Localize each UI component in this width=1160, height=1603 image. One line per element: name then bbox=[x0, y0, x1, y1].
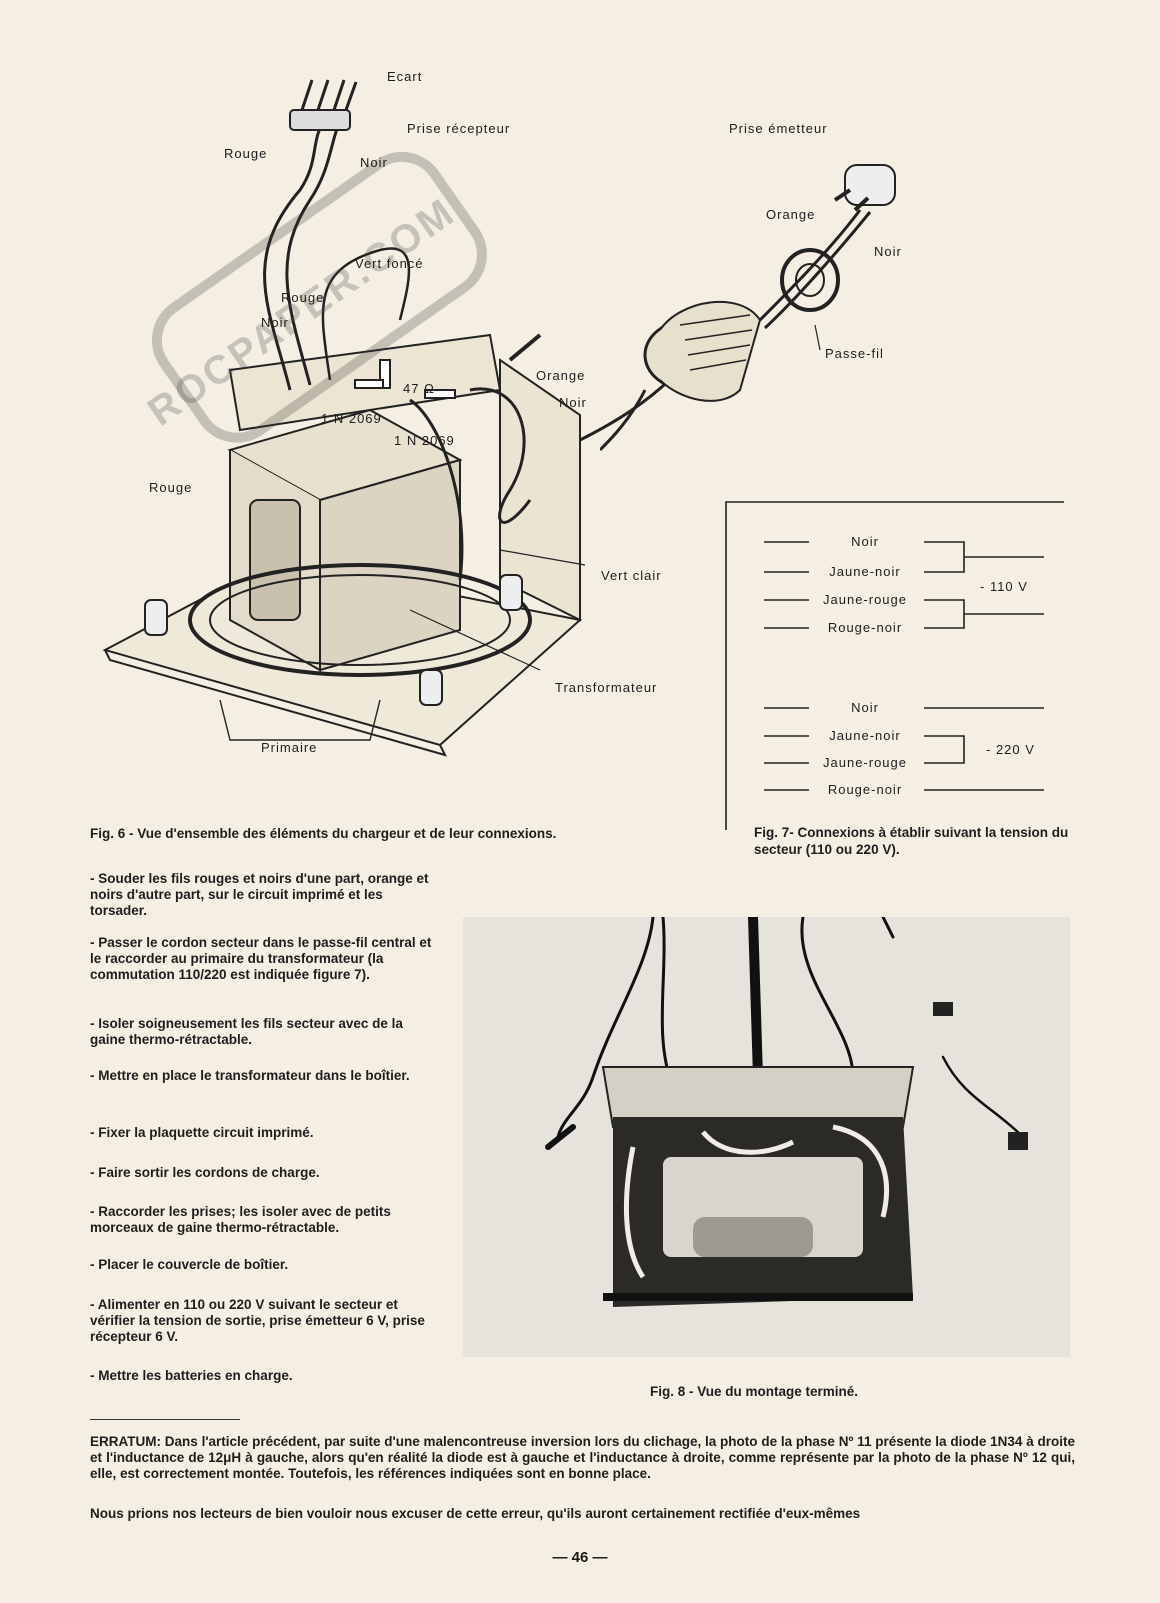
label-rouge-left: Rouge bbox=[149, 480, 193, 495]
fig7-110-voltage: - 110 V bbox=[980, 579, 1028, 594]
label-diode-1: 1 N 2069 bbox=[321, 411, 382, 426]
erratum-rule bbox=[90, 1419, 240, 1420]
step-7: - Raccorder les prises; les isoler avec … bbox=[90, 1204, 391, 1235]
step-6: - Faire sortir les cordons de charge. bbox=[90, 1165, 320, 1180]
label-primaire: Primaire bbox=[261, 740, 318, 755]
step-3: - Isoler soigneusement les fils secteur … bbox=[90, 1016, 403, 1047]
label-noir-right: Noir bbox=[874, 244, 902, 259]
label-prise-recepteur: Prise récepteur bbox=[407, 121, 511, 136]
label-ecart: Ecart bbox=[387, 69, 423, 84]
step-9: - Alimenter en 110 ou 220 V suivant le s… bbox=[90, 1297, 425, 1344]
step-5: - Fixer la plaquette circuit imprimé. bbox=[90, 1125, 314, 1140]
label-noir-board: Noir bbox=[559, 395, 587, 410]
label-diode-2: 1 N 2069 bbox=[394, 433, 455, 448]
label-prise-emetteur: Prise émetteur bbox=[729, 121, 828, 136]
fig7-220-wire-2: Jaune-noir bbox=[829, 728, 901, 743]
fig7-110-wire-3: Jaune-rouge bbox=[823, 592, 907, 607]
fig7-110-wire-4: Rouge-noir bbox=[827, 620, 903, 635]
label-resistor: 47 Ω bbox=[403, 381, 435, 396]
fig7-220-wire-4: Rouge-noir bbox=[827, 782, 903, 797]
label-rouge-mid: Rouge bbox=[281, 290, 325, 305]
label-noir-top: Noir bbox=[360, 155, 388, 170]
step-2: - Passer le cordon secteur dans le passe… bbox=[90, 935, 432, 982]
charger-drawing bbox=[102, 79, 682, 757]
step-10: - Mettre les batteries en charge. bbox=[90, 1368, 293, 1383]
transmitter-cable-drawing bbox=[598, 150, 930, 470]
label-vert-fonce: Vert foncé bbox=[355, 256, 424, 271]
step-1: - Souder les fils rouges et noirs d'une … bbox=[90, 871, 429, 918]
label-passe-fil: Passe-fil bbox=[825, 346, 884, 361]
step-4: - Mettre en place le transformateur dans… bbox=[90, 1068, 410, 1083]
erratum-paragraph-2: Nous prions nos lecteurs de bien vouloir… bbox=[90, 1506, 861, 1521]
fig7-220-wire-1: Noir bbox=[851, 700, 879, 715]
fig8-photo bbox=[463, 917, 1070, 1357]
fig7-110-wire-2: Jaune-noir bbox=[829, 564, 901, 579]
fig8-caption: Fig. 8 - Vue du montage terminé. bbox=[650, 1384, 859, 1399]
label-noir-mid: Noir bbox=[261, 315, 289, 330]
label-orange-board: Orange bbox=[536, 368, 586, 383]
label-vert-clair: Vert clair bbox=[601, 568, 662, 583]
fig7-diagram bbox=[724, 500, 1064, 830]
page-number: — 46 — bbox=[552, 1549, 608, 1566]
fig6-caption: Fig. 6 - Vue d'ensemble des éléments du … bbox=[90, 826, 557, 841]
erratum-paragraph-1: ERRATUM: Dans l'article précédent, par s… bbox=[90, 1434, 1075, 1481]
fig7-caption: Fig. 7- Connexions à établir suivant la … bbox=[754, 825, 1069, 857]
label-transformateur: Transformateur bbox=[555, 680, 658, 695]
fig7-110-wire-1: Noir bbox=[851, 534, 879, 549]
label-orange-right: Orange bbox=[766, 207, 816, 222]
fig7-220-voltage: - 220 V bbox=[986, 742, 1035, 757]
label-rouge-top: Rouge bbox=[224, 146, 268, 161]
fig7-220-wire-3: Jaune-rouge bbox=[823, 755, 907, 770]
step-8: - Placer le couvercle de boîtier. bbox=[90, 1257, 289, 1272]
fig6-drawing: ROCPAPER.COM bbox=[80, 60, 700, 760]
